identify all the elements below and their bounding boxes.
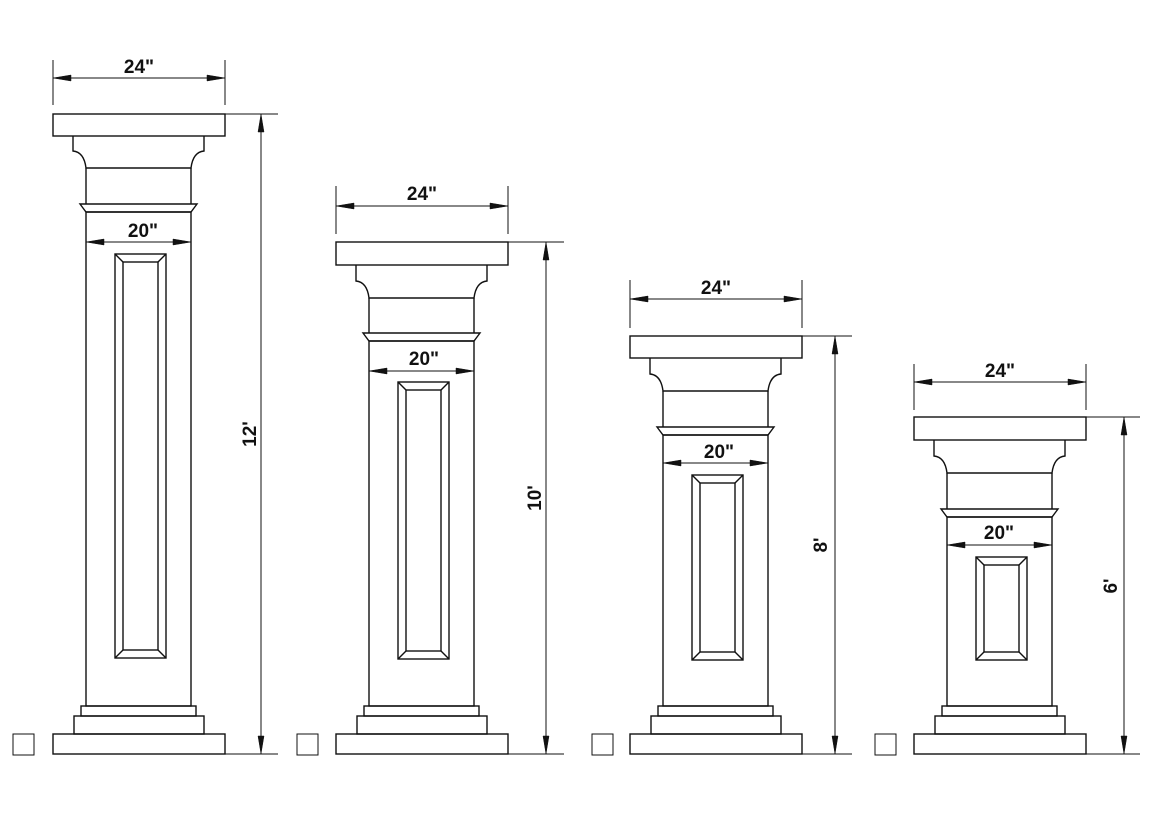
shaft-width-dimension: 20" bbox=[946, 523, 1053, 549]
base-plinth bbox=[913, 733, 1087, 755]
column-select-box[interactable] bbox=[296, 733, 319, 756]
recessed-panel bbox=[114, 253, 167, 659]
column-select-box[interactable] bbox=[874, 733, 897, 756]
column-select-box[interactable] bbox=[591, 733, 614, 756]
base-torus bbox=[941, 705, 1058, 717]
top-width-dimension: 24" bbox=[629, 278, 803, 328]
height-dimension: 12' bbox=[225, 113, 278, 755]
base-step bbox=[650, 715, 782, 735]
capital-abacus bbox=[52, 113, 226, 137]
shaft-width-dimension: 20" bbox=[662, 442, 769, 467]
base-torus bbox=[80, 705, 197, 717]
base-step bbox=[934, 715, 1066, 735]
top-width-label: 24" bbox=[124, 57, 154, 78]
necking-band bbox=[361, 332, 482, 342]
top-width-label: 24" bbox=[701, 278, 731, 299]
recessed-panel bbox=[691, 474, 744, 661]
shaft-width-dimension: 20" bbox=[85, 221, 192, 246]
capital-echinus bbox=[933, 440, 1066, 474]
necking-band bbox=[655, 426, 776, 436]
height-dimension: 8' bbox=[802, 335, 852, 755]
capital-abacus bbox=[913, 416, 1087, 441]
base-step bbox=[356, 715, 488, 735]
shaft-width-label: 20" bbox=[128, 221, 158, 242]
capital-echinus bbox=[72, 136, 205, 169]
height-dimension: 10' bbox=[508, 241, 564, 755]
necking-band bbox=[78, 203, 199, 213]
top-width-dimension: 24" bbox=[52, 57, 226, 105]
height-label: 8' bbox=[811, 537, 832, 552]
column-6ft: 24" 20" 6' bbox=[874, 361, 1140, 756]
column-12ft: 24" 20" bbox=[12, 57, 278, 756]
shaft-width-dimension: 20" bbox=[368, 349, 475, 375]
shaft-width-label: 20" bbox=[704, 442, 734, 463]
top-width-dimension: 24" bbox=[913, 361, 1087, 410]
base-torus bbox=[657, 705, 774, 717]
base-step bbox=[73, 715, 205, 735]
height-label: 6' bbox=[1101, 578, 1122, 593]
shaft bbox=[85, 211, 192, 707]
shaft-width-label: 20" bbox=[409, 349, 439, 370]
height-dimension: 6' bbox=[1086, 416, 1140, 755]
column-8ft: 24" 20" 8' bbox=[591, 278, 852, 756]
top-width-dimension: 24" bbox=[335, 184, 509, 234]
shaft-width-label: 20" bbox=[984, 523, 1014, 544]
capital-abacus bbox=[629, 335, 803, 359]
height-label: 12' bbox=[240, 421, 261, 447]
necking-band bbox=[939, 508, 1060, 518]
top-width-label: 24" bbox=[985, 361, 1015, 382]
base-plinth bbox=[629, 733, 803, 755]
capital-abacus bbox=[335, 241, 509, 266]
height-label: 10' bbox=[525, 485, 546, 511]
recessed-panel bbox=[975, 556, 1028, 661]
base-plinth bbox=[52, 733, 226, 755]
base-torus bbox=[363, 705, 480, 717]
recessed-panel bbox=[397, 381, 450, 660]
top-width-label: 24" bbox=[407, 184, 437, 205]
base-plinth bbox=[335, 733, 509, 755]
capital-echinus bbox=[649, 358, 782, 392]
column-10ft: 24" 20" 10' bbox=[296, 184, 564, 756]
capital-echinus bbox=[355, 265, 488, 299]
column-select-box[interactable] bbox=[12, 733, 35, 756]
